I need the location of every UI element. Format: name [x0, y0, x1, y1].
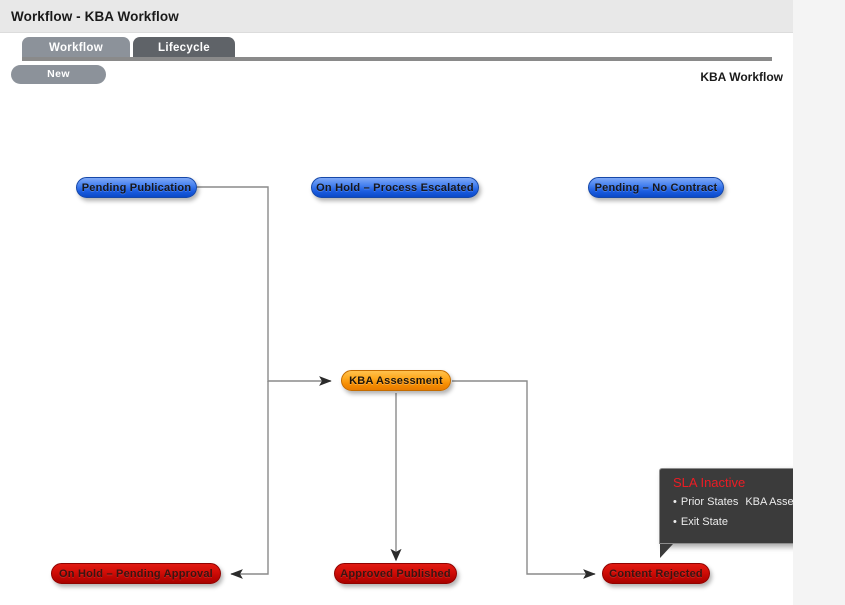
new-button[interactable]: New	[11, 65, 106, 84]
page-title: Workflow - KBA Workflow	[11, 9, 179, 24]
tab-workflow[interactable]: Workflow	[22, 37, 130, 59]
tooltip-row-prior-states: •Prior States KBA Assessment	[673, 496, 793, 508]
workflow-node-pending-no-contract[interactable]: Pending – No Contract	[588, 177, 724, 198]
canvas-title: KBA Workflow	[700, 70, 783, 84]
workflow-node-content-rejected[interactable]: Content Rejected	[602, 563, 710, 584]
toolbar: New KBA Workflow	[0, 62, 793, 90]
edge-layer	[197, 186, 596, 579]
edge-pending-publication-to-kba-assessment	[197, 186, 332, 386]
tooltip-row-value: KBA Assessment	[745, 496, 793, 508]
workflow-node-approved-published[interactable]: Approved Published	[334, 563, 457, 584]
tooltip-row-exit-state: •Exit State	[673, 516, 728, 528]
bullet-icon: •	[673, 516, 677, 528]
tab-lifecycle[interactable]: Lifecycle	[133, 37, 235, 59]
tab-strip: Workflow Lifecycle	[0, 33, 793, 59]
workflow-diagram-canvas[interactable]: Pending Publication On Hold – Process Es…	[0, 90, 793, 605]
workflow-node-on-hold-process-escalated[interactable]: On Hold – Process Escalated	[311, 177, 479, 198]
title-bar: Workflow - KBA Workflow	[0, 0, 793, 33]
workflow-node-pending-publication[interactable]: Pending Publication	[76, 177, 197, 198]
tooltip-row-label: Exit State	[680, 516, 728, 528]
state-info-tooltip: SLA Inactive •Prior States KBA Assessment…	[659, 468, 793, 558]
tab-underline	[22, 57, 772, 61]
tooltip-title: SLA Inactive	[673, 475, 746, 490]
bullet-icon: •	[673, 496, 677, 508]
tooltip-tail	[660, 544, 673, 558]
edge-kba-assessment-to-on-hold-approval	[230, 381, 269, 579]
tooltip-row-label: Prior States	[680, 496, 739, 508]
workflow-panel: Workflow - KBA Workflow Workflow Lifecyc…	[0, 0, 793, 605]
workflow-node-on-hold-pending-approval[interactable]: On Hold – Pending Approval	[51, 563, 221, 584]
workflow-node-kba-assessment[interactable]: KBA Assessment	[341, 370, 451, 391]
edge-kba-assessment-to-content-rejected	[452, 380, 596, 579]
